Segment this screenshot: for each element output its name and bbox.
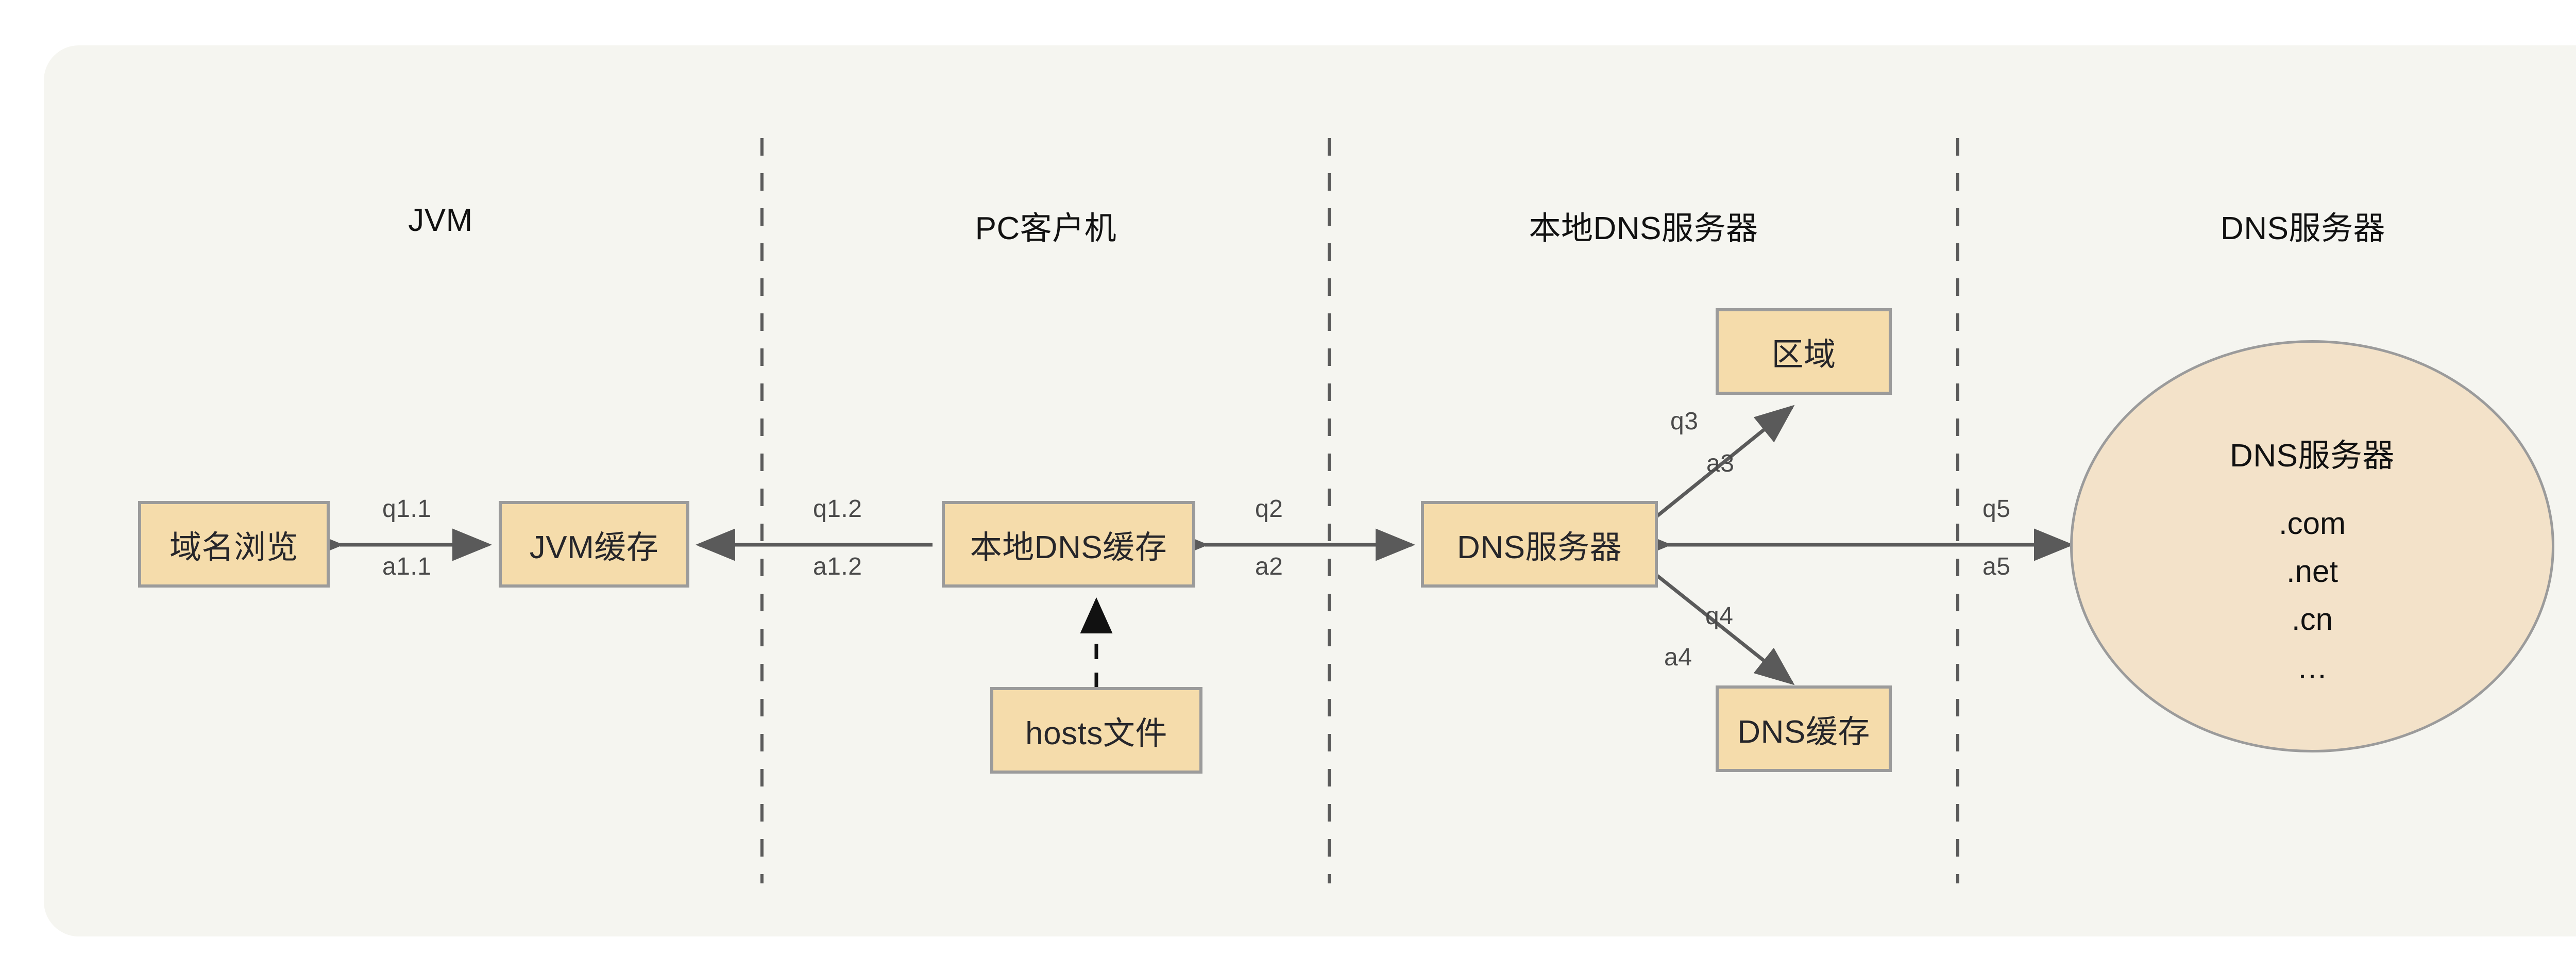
- column-header-jvm: JVM: [408, 203, 473, 238]
- edge-label-a1-1: a1.1: [382, 553, 432, 580]
- node-zone[interactable]: 区域: [1716, 308, 1892, 395]
- edge-label-a4: a4: [1664, 644, 1692, 671]
- node-dns-server-cloud[interactable]: DNS服务器 .com .net .cn …: [2070, 340, 2554, 752]
- edge-label-a1-2: a1.2: [813, 553, 862, 580]
- dns-server-cloud-entries: .com .net .cn …: [2279, 505, 2346, 687]
- edge-label-a5: a5: [1982, 553, 2011, 580]
- column-header-dns-server: DNS服务器: [2221, 211, 2385, 246]
- edge-label-a3: a3: [1706, 450, 1735, 477]
- edge-label-q2: q2: [1255, 495, 1283, 523]
- dns-tld-net: .net: [2286, 554, 2338, 589]
- dns-tld-more: …: [2297, 650, 2328, 685]
- node-hosts-file[interactable]: hosts文件: [990, 687, 1202, 774]
- column-header-local-dns-server: 本地DNS服务器: [1529, 211, 1758, 246]
- node-domain-browse[interactable]: 域名浏览: [138, 501, 330, 588]
- node-dns-cache[interactable]: DNS缓存: [1716, 685, 1892, 772]
- edge-label-q3: q3: [1670, 408, 1699, 435]
- column-header-pc-client: PC客户机: [975, 211, 1117, 246]
- edge-label-q5: q5: [1982, 495, 2011, 523]
- edge-label-q1-2: q1.2: [813, 495, 862, 523]
- node-dns-server[interactable]: DNS服务器: [1421, 501, 1658, 588]
- node-local-dns-cache[interactable]: 本地DNS缓存: [942, 501, 1195, 588]
- edge-label-q1-1: q1.1: [382, 495, 432, 523]
- edge-label-a2: a2: [1255, 553, 1283, 580]
- dns-tld-com: .com: [2278, 506, 2346, 541]
- node-jvm-cache[interactable]: JVM缓存: [499, 501, 689, 588]
- dns-tld-cn: .cn: [2291, 602, 2333, 637]
- dns-server-cloud-title: DNS服务器: [2230, 438, 2395, 474]
- edge-label-q4: q4: [1705, 602, 1734, 630]
